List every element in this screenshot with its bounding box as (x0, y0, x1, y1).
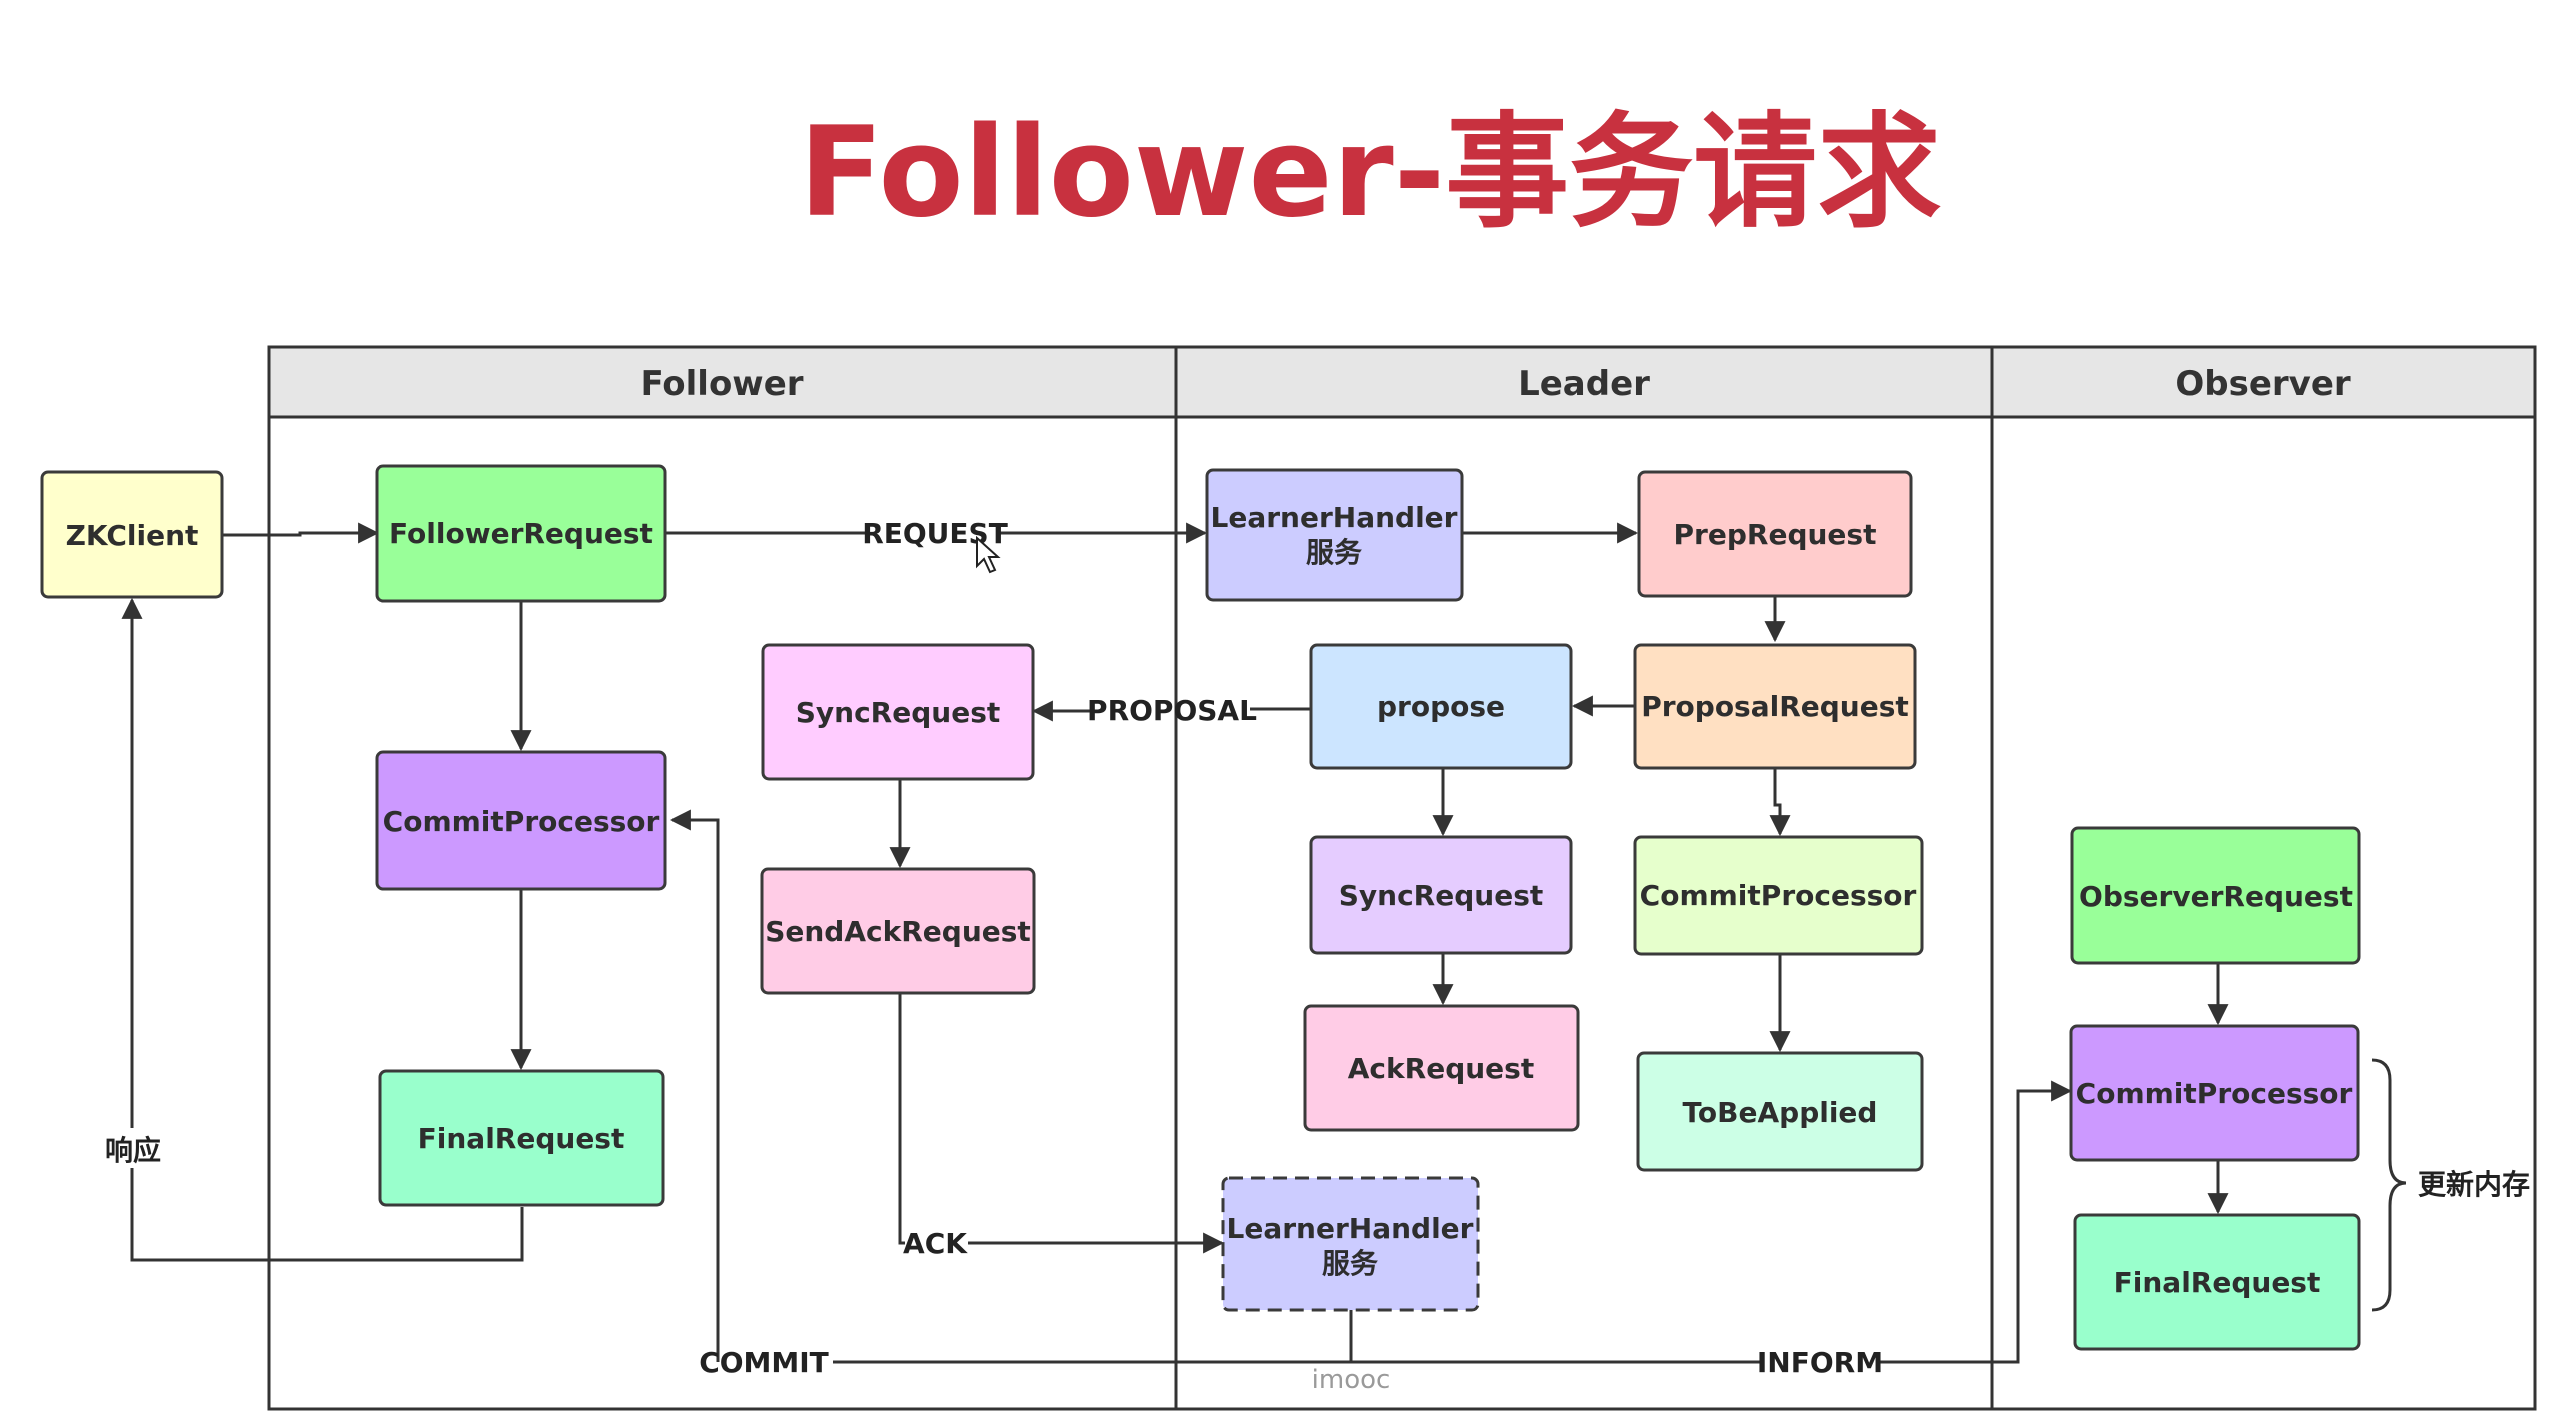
swimlane-frame: Follower Leader Observer (267, 345, 2537, 1411)
edge-response-to-zkclient (121, 597, 524, 1262)
node-label-observer-final: FinalRequest (2114, 1266, 2321, 1299)
edge-label-response: 响应 (105, 1134, 161, 1167)
node-label-follower-commit: CommitProcessor (383, 805, 660, 838)
node-label-follower-sync: SyncRequest (796, 696, 1001, 729)
node-prep-request (1637, 470, 1913, 598)
edge-label-update-memory: 更新内存 (2418, 1168, 2530, 1201)
edge-label-inform: INFORM (1757, 1346, 1883, 1379)
node-observer-commit (2069, 1024, 2360, 1162)
lane-title-observer: Observer (2175, 364, 2351, 404)
node-label-follower-request: FollowerRequest (389, 517, 653, 550)
node-ack-request (1303, 1004, 1580, 1132)
edge-zkclient-to-followerrequest (222, 522, 380, 544)
node-leader-commit (1633, 835, 1924, 956)
cursor-icon (976, 535, 1001, 574)
watermark: imooc (1312, 1365, 1391, 1395)
edge-inform-to-observer (1880, 1080, 2073, 1364)
lane-title-leader: Leader (1518, 364, 1650, 404)
edge-label-ack: ACK (903, 1227, 968, 1260)
node-label-proposal-request: ProposalRequest (1641, 690, 1909, 723)
edge-label-commit: COMMIT (699, 1346, 829, 1379)
node-tobeapplied (1636, 1051, 1924, 1172)
lane-title-follower: Follower (640, 364, 803, 404)
node-label-leader-sync: SyncRequest (1339, 879, 1544, 912)
lane-header-follower (267, 345, 1178, 419)
node-label-observer-commit: CommitProcessor (2076, 1077, 2353, 1110)
nodes: ZKClient FollowerRequest CommitProcessor… (40, 464, 2361, 1351)
edge-ack-left (898, 993, 905, 1245)
node-label-tobeapplied: ToBeApplied (1683, 1096, 1878, 1129)
node-label-follower-final: FinalRequest (418, 1122, 625, 1155)
edge-label-response-bg (95, 1128, 171, 1168)
node-label-leader-commit: CommitProcessor (1640, 879, 1917, 912)
node-observer-final (2073, 1213, 2361, 1351)
edges: REQUEST 响应 PROPOSAL ACK (95, 517, 2530, 1379)
node-label-prep-request: PrepRequest (1674, 518, 1877, 551)
lane-header-leader (1174, 345, 1994, 419)
node-observer-request (2070, 826, 2361, 965)
lane-observer (1990, 345, 2537, 1411)
node-follower-sendack (760, 867, 1036, 995)
update-memory-brace (2371, 1058, 2407, 1312)
edge-proposal-to-commit (1769, 768, 1791, 837)
node-label-ack-request: AckRequest (1348, 1052, 1534, 1085)
node-follower-final (378, 1069, 665, 1207)
node-propose (1309, 643, 1573, 770)
edge-label-proposal: PROPOSAL (1087, 694, 1257, 727)
node-follower-request (375, 464, 667, 603)
node-label-learner-handler-top: LearnerHandler (1211, 501, 1458, 534)
edge-commit-to-follower (669, 809, 720, 1362)
page-title: Follower-事务请求 (799, 101, 1941, 245)
node-learner-handler-bottom (1221, 1176, 1480, 1312)
node-label-learner-handler-bottom: LearnerHandler (1227, 1212, 1474, 1245)
node-label-learner-handler-bottom-service: 服务 (1322, 1247, 1378, 1280)
node-proposal-request (1633, 643, 1917, 770)
node-follower-sync (761, 643, 1035, 781)
node-label-zkclient: ZKClient (66, 519, 199, 552)
node-label-learner-handler-top-service: 服务 (1306, 536, 1362, 569)
node-label-propose: propose (1377, 690, 1505, 723)
node-leader-sync (1309, 835, 1573, 955)
node-zkclient (40, 470, 224, 599)
node-label-follower-sendack: SendAckRequest (765, 915, 1031, 948)
node-follower-commit (375, 750, 667, 891)
node-learner-handler-top (1205, 468, 1464, 602)
node-label-observer-request: ObserverRequest (2079, 880, 2353, 913)
